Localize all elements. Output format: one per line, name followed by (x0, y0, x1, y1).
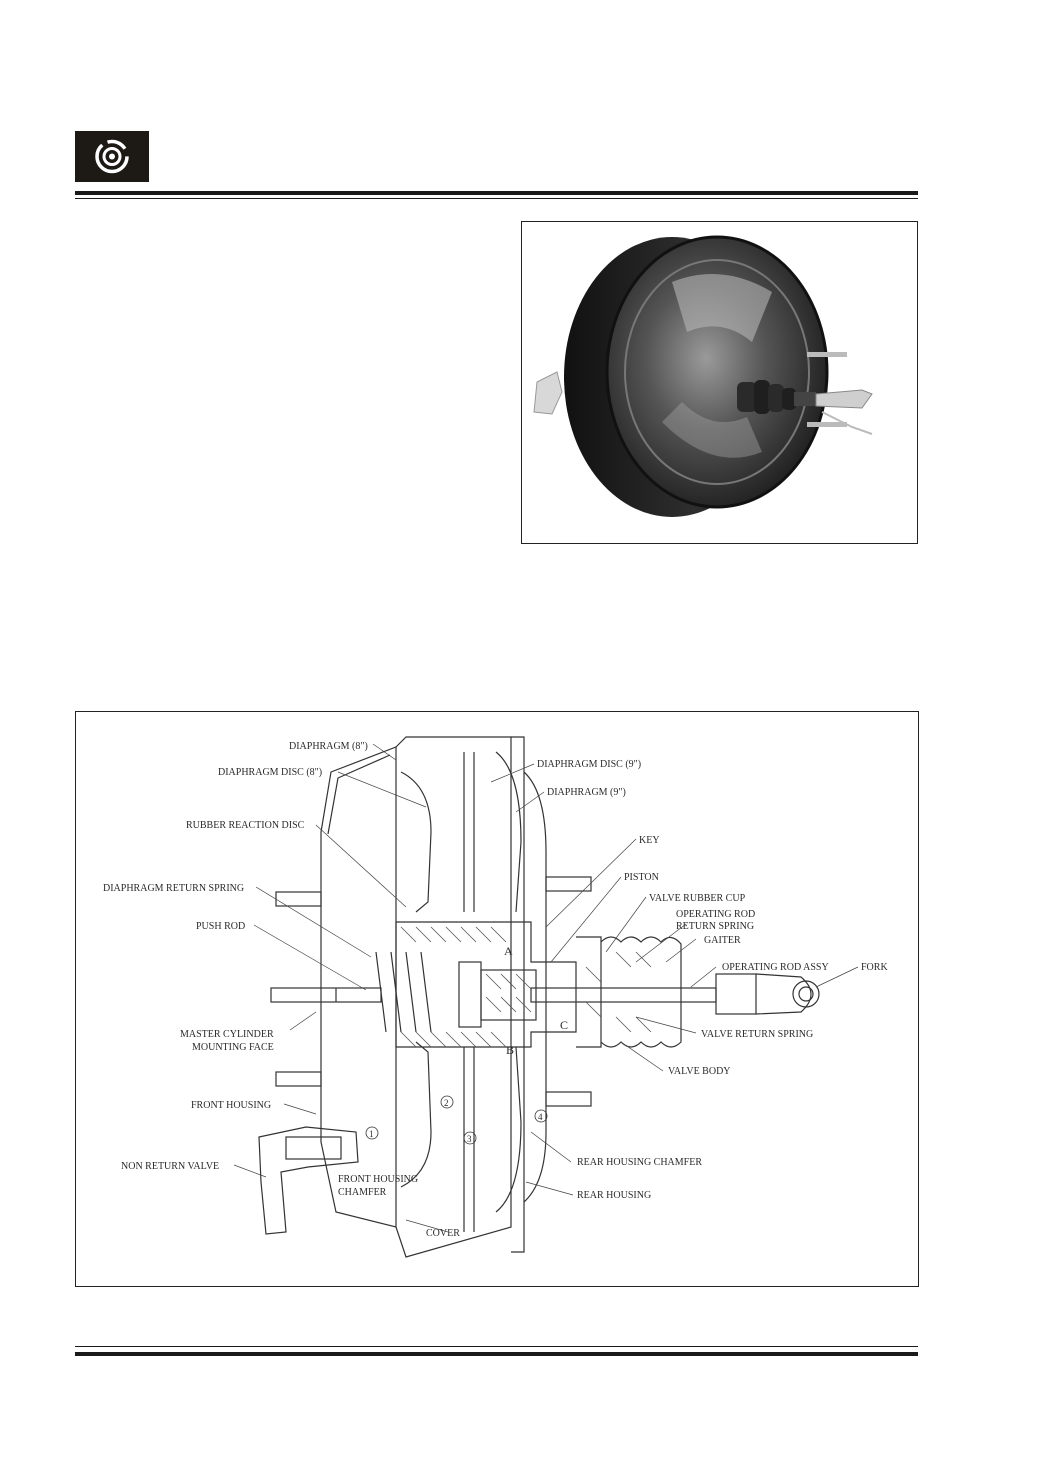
label-valve-body: VALVE BODY (668, 1066, 731, 1077)
label-diaphragm-disc-8: DIAPHRAGM DISC (8") (218, 767, 322, 778)
label-operating-rod: OPERATING ROD (676, 909, 755, 920)
servo-drawing (258, 736, 820, 1258)
header-rule-thin (75, 198, 918, 199)
label-key: KEY (639, 835, 660, 846)
label-master-cylinder: MASTER CYLINDER (180, 1029, 274, 1040)
chamber-markers (365, 1095, 548, 1145)
label-valve-rubber-cup: VALVE RUBBER CUP (649, 893, 746, 904)
gaiter-photo (737, 380, 816, 414)
label-front-housing-chamfer: FRONT HOUSING (338, 1174, 418, 1185)
label-diaphragm-disc-9: DIAPHRAGM DISC (9") (537, 759, 641, 770)
label-rear-housing: REAR HOUSING (577, 1190, 651, 1201)
label-point-c: C (560, 1018, 568, 1032)
label-piston: PISTON (624, 872, 659, 883)
chamber-1-number: 1 (369, 1129, 374, 1139)
servo-photo (521, 221, 918, 544)
label-operating-rod-assy: OPERATING ROD ASSY (722, 962, 829, 973)
label-diaphragm-8: DIAPHRAGM (8") (289, 741, 368, 752)
section-icon-box (75, 131, 149, 182)
chamber-4-number: 4 (538, 1112, 543, 1122)
label-diaphragm-return-spring: DIAPHRAGM RETURN SPRING (103, 883, 244, 894)
label-rubber-reaction-disc: RUBBER REACTION DISC (186, 820, 305, 831)
label-fork: FORK (861, 962, 888, 973)
label-return-spring: RETURN SPRING (676, 921, 754, 932)
header-rule-thick (75, 191, 918, 195)
leader-lines (233, 743, 859, 1233)
footer-rule-thin (75, 1346, 918, 1347)
label-gaiter: GAITER (704, 935, 741, 946)
brake-servo-photo (522, 222, 917, 543)
servo-cross-section-diagram: DIAPHRAGM (8") DIAPHRAGM DISC (8") DIAPH… (75, 711, 919, 1287)
label-non-return-valve: NON RETURN VALVE (121, 1161, 219, 1172)
footer-rule-thick (75, 1352, 918, 1356)
label-cover: COVER (426, 1228, 460, 1239)
label-front-housing: FRONT HOUSING (191, 1100, 271, 1111)
hatching (400, 926, 652, 1048)
label-diaphragm-9: DIAPHRAGM (9") (547, 787, 626, 798)
chamber-2-number: 2 (444, 1098, 449, 1108)
brake-disc-icon (95, 139, 129, 174)
label-push-rod: PUSH ROD (196, 921, 245, 932)
label-rear-housing-chamfer: REAR HOUSING CHAMFER (577, 1157, 702, 1168)
chamber-3-number: 3 (467, 1134, 472, 1144)
label-chamfer: CHAMFER (338, 1187, 387, 1198)
label-mounting-face: MOUNTING FACE (192, 1042, 274, 1053)
label-point-a: A (504, 944, 513, 958)
label-point-b: B (506, 1043, 514, 1057)
label-valve-return-spring: VALVE RETURN SPRING (701, 1029, 813, 1040)
